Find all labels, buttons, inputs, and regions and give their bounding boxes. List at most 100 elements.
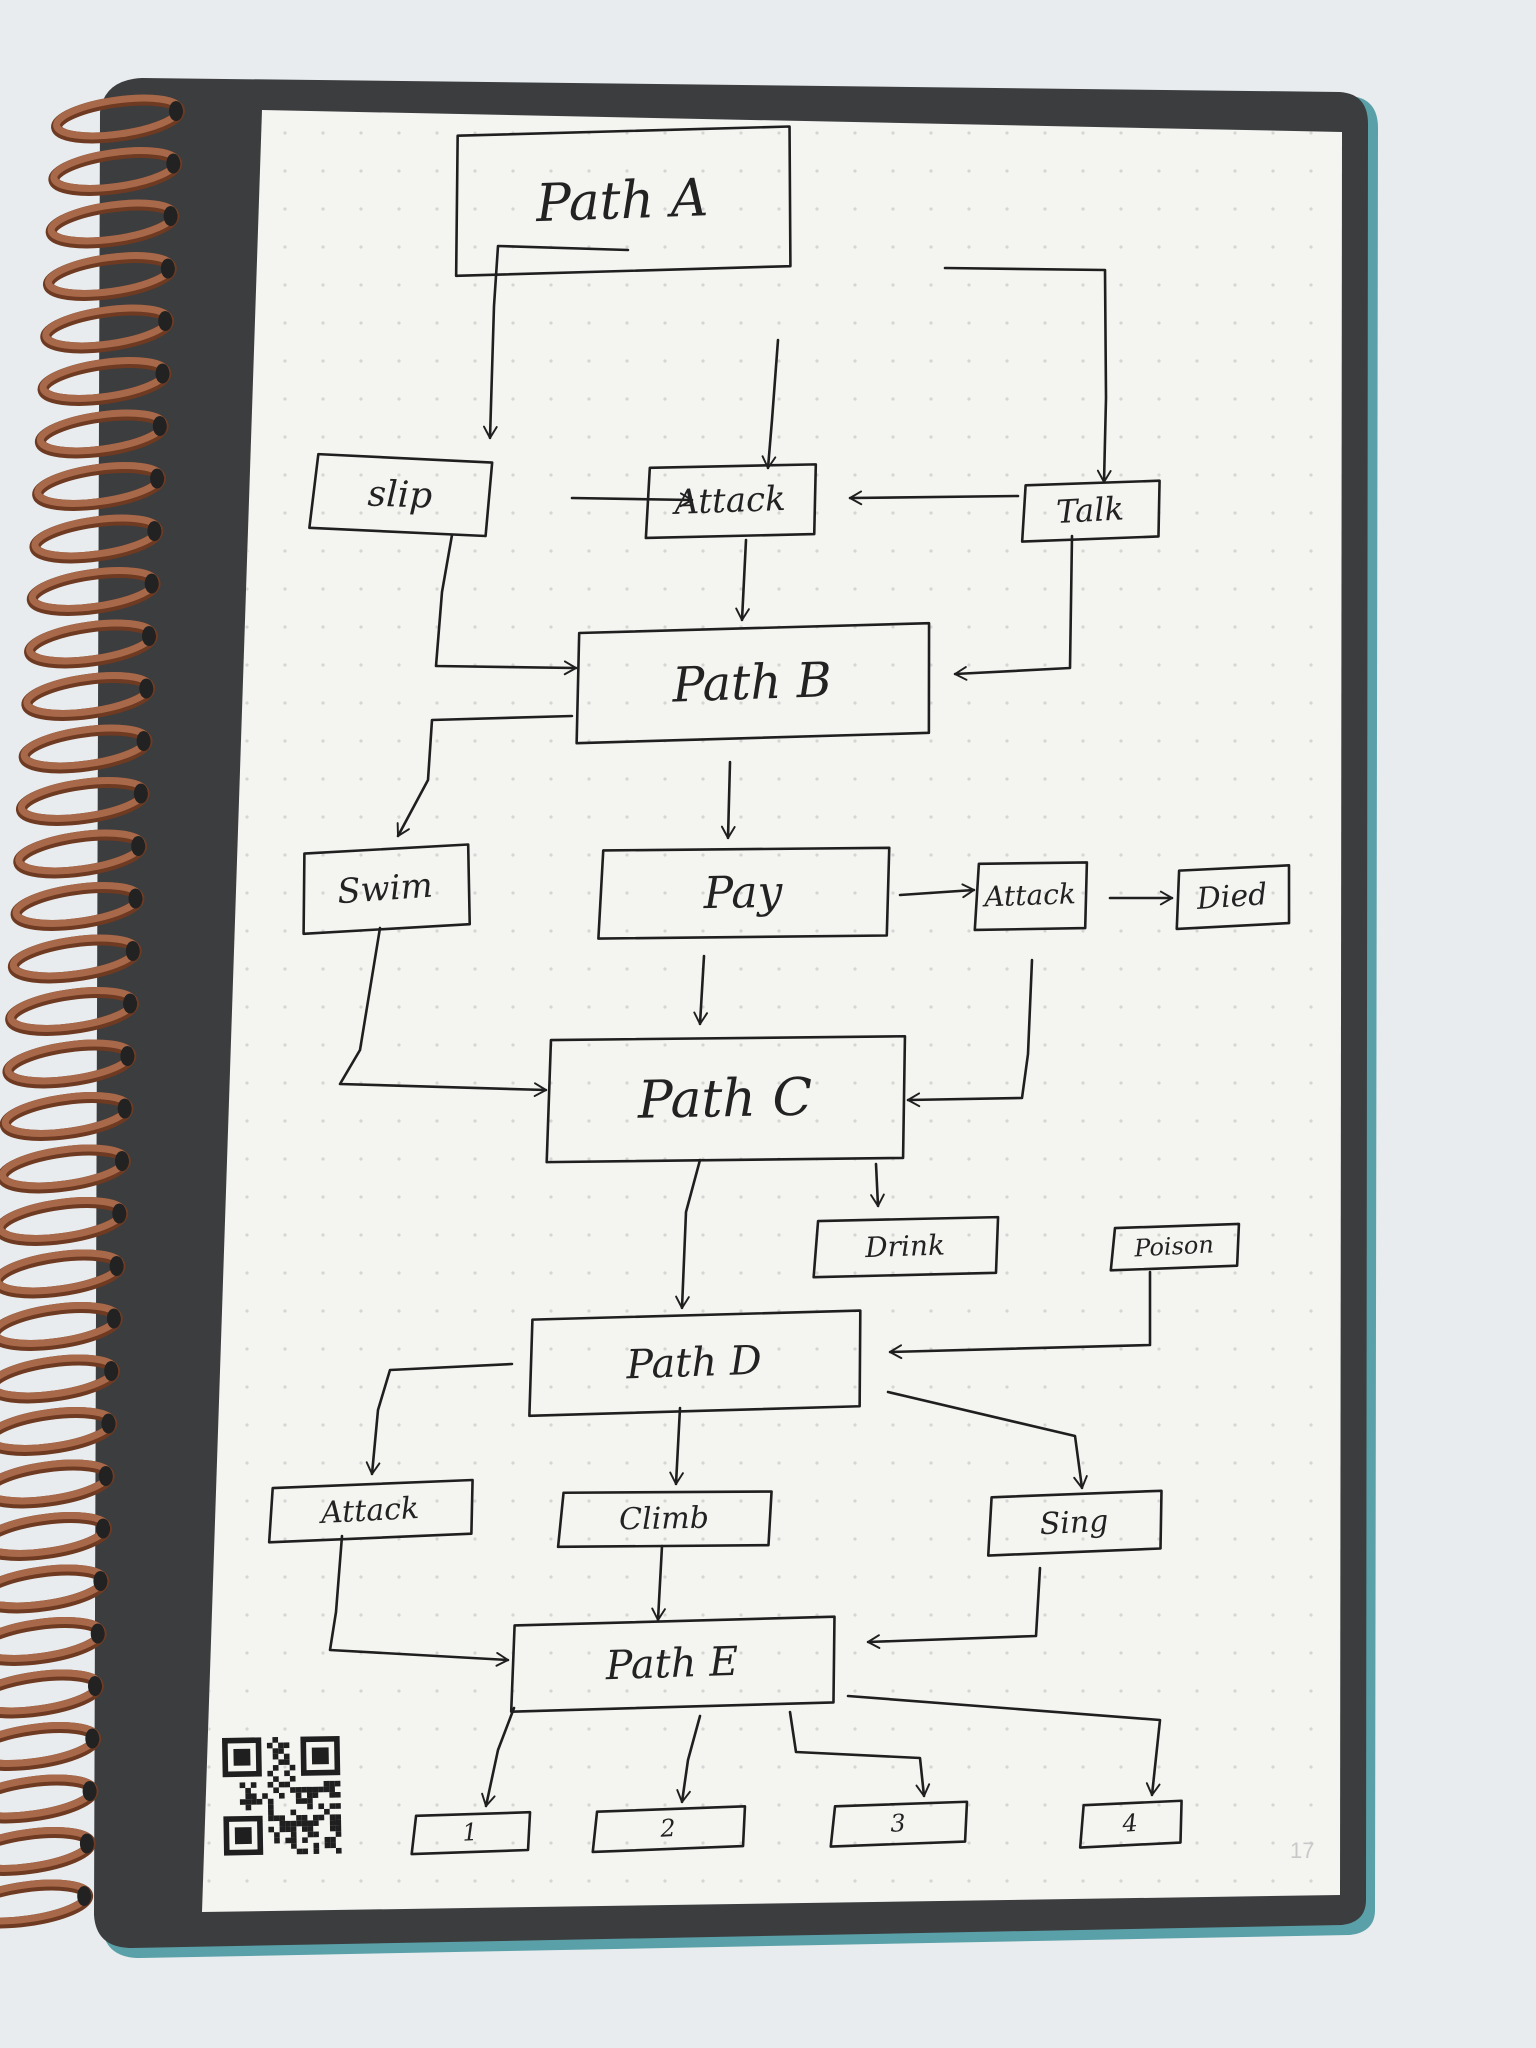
edge-pay-to-attack-2 — [898, 883, 976, 899]
spiral-coil — [42, 252, 177, 301]
edge-path-a-to-talk — [943, 266, 1112, 484]
node-box — [528, 1309, 862, 1418]
node-label: Path A — [534, 168, 709, 234]
node-label: Pay — [702, 867, 784, 919]
node-label: Sing — [1039, 1504, 1109, 1543]
node-talk: Talk — [1020, 479, 1161, 543]
spiral-coil — [0, 1302, 123, 1351]
edge-path-c-to-drink — [870, 1162, 885, 1208]
edge-talk-to-path-b — [953, 534, 1074, 681]
spiral-coil — [37, 357, 172, 406]
node-swim: Swim — [302, 843, 472, 936]
edge-attack-3-to-path-e — [651, 1544, 666, 1622]
node-label: Climb — [619, 1501, 709, 1538]
spiral-coil — [0, 1144, 131, 1194]
node-died: Died — [1175, 864, 1291, 931]
edge-talk-to-attack-1 — [848, 490, 1020, 506]
spiral-coil — [5, 987, 140, 1036]
spiral-coil — [0, 1617, 107, 1666]
edge-path-a-to-slip — [482, 244, 630, 440]
node-label: slip — [367, 473, 433, 516]
node-box — [302, 843, 472, 936]
node-box — [973, 861, 1089, 932]
node-sing: Sing — [986, 1489, 1163, 1557]
node-box — [986, 1489, 1163, 1557]
node-end-2: 2 — [591, 1805, 747, 1854]
node-box — [454, 125, 792, 278]
node-label: Swim — [336, 866, 434, 913]
edge-attack-2-to-path-c — [906, 958, 1034, 1108]
spiral-coil — [7, 934, 142, 984]
spiral-coil — [24, 619, 158, 669]
edge-path-d-to-climb — [886, 1390, 1088, 1490]
node-box — [1078, 1799, 1183, 1849]
node-path-e: Path E — [509, 1615, 836, 1713]
edge-path-d-to-sing — [328, 1534, 510, 1667]
node-box — [410, 1810, 532, 1856]
page-number: 17 — [1290, 1838, 1315, 1863]
paper-sheet — [202, 110, 1342, 1912]
spiral-coil — [15, 777, 150, 826]
spiral-coil — [21, 672, 156, 721]
node-box — [545, 1034, 907, 1164]
spiral-coil — [51, 94, 185, 144]
node-path-c: Path C — [545, 1034, 907, 1164]
spiral-coil — [0, 1722, 102, 1771]
spiral-coil — [45, 199, 180, 249]
node-label: Talk — [1055, 489, 1124, 530]
node-end-4: 4 — [1078, 1799, 1183, 1849]
edge-path-e-to-end-1 — [676, 1714, 702, 1804]
node-label: Attack — [671, 479, 787, 523]
node-box — [812, 1215, 1000, 1279]
node-climb: Climb — [556, 1490, 773, 1549]
node-box — [308, 452, 494, 538]
node-box — [556, 1490, 773, 1549]
spiral-coil — [0, 1249, 126, 1299]
node-label: Path E — [604, 1639, 739, 1690]
node-box — [575, 621, 931, 745]
edge-swim-to-path-c — [338, 926, 548, 1098]
edge-path-d-to-attack-3 — [669, 1406, 684, 1486]
spiral-coil — [0, 1774, 99, 1824]
node-box — [1109, 1222, 1241, 1272]
node-label: Path C — [636, 1068, 812, 1131]
edge-climb-to-path-e — [866, 1566, 1042, 1649]
spiral-coil — [29, 514, 164, 564]
node-label: 2 — [659, 1814, 677, 1843]
node-path-a: Path A — [454, 125, 792, 278]
spiral-coil — [0, 1827, 96, 1876]
node-label: 3 — [890, 1809, 907, 1838]
node-end-1: 1 — [410, 1810, 532, 1856]
node-label: Path D — [624, 1338, 762, 1389]
node-box — [591, 1805, 747, 1854]
spiral-coil — [0, 1459, 115, 1509]
spiral-coil — [2, 1039, 137, 1089]
edge-path-e-to-end-2 — [788, 1710, 931, 1798]
qr-code — [222, 1735, 342, 1856]
node-box — [644, 463, 818, 540]
edge-drink-to-poison — [888, 1270, 1152, 1360]
node-poison: Poison — [1109, 1222, 1241, 1272]
node-box — [267, 1478, 474, 1544]
spiral-coil — [40, 304, 175, 354]
spiral-coil — [0, 1512, 113, 1561]
node-attack-1: Attack — [644, 463, 818, 540]
node-box — [1020, 479, 1161, 543]
spiral-coil — [13, 829, 148, 879]
node-label: 4 — [1120, 1809, 1138, 1838]
spiral-coil — [0, 1407, 118, 1456]
spiral-coil — [0, 1197, 129, 1246]
node-attack-2: Attack — [973, 861, 1089, 932]
spiral-binding — [0, 94, 185, 1929]
node-label: Drink — [864, 1228, 946, 1264]
edge-path-c-to-path-d — [675, 1158, 702, 1310]
node-label: Attack — [981, 877, 1077, 913]
spiral-coil — [0, 1354, 121, 1404]
edge-slip-to-path-b — [434, 533, 578, 676]
node-box — [829, 1800, 969, 1848]
node-pay: Pay — [597, 846, 891, 940]
node-label: Died — [1195, 877, 1269, 917]
node-label: 1 — [462, 1818, 479, 1847]
